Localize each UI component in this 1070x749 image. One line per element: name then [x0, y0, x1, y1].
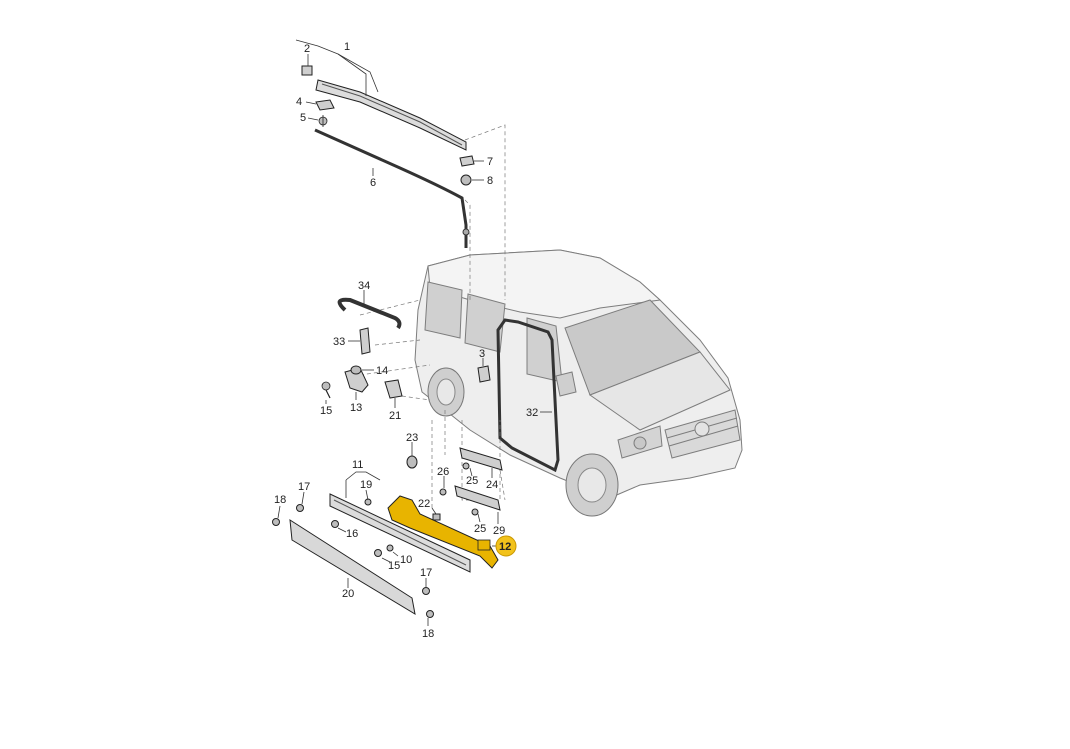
callout-labels: 1 2 4 5 6 7 8 34 33 14 13 15 21 3 32 23 … [274, 41, 538, 640]
callout-34: 34 [358, 280, 370, 292]
fastener-18a [272, 518, 280, 526]
sill-trim-panel [289, 519, 416, 616]
van-rear-window [424, 281, 463, 339]
van-mirror [555, 371, 577, 397]
roller [350, 365, 362, 375]
bracket-33 [359, 327, 371, 355]
callout-22: 22 [418, 498, 430, 510]
callout-32: 32 [526, 407, 538, 419]
upper-guide-rail [315, 79, 467, 151]
callout-14: 14 [376, 365, 388, 377]
fastener-15b [374, 549, 382, 557]
callout-17b: 17 [420, 567, 432, 579]
leader-lines [277, 39, 552, 626]
callout-4: 4 [296, 96, 302, 108]
lower-bracket-24 [459, 447, 503, 471]
arm-screw [321, 381, 331, 399]
rail-clip [315, 99, 335, 111]
fastener-17b [422, 587, 430, 595]
fastener-26 [439, 488, 447, 496]
callout-12: 12 [499, 541, 511, 553]
van-front-wheel [565, 453, 619, 517]
van-illustration [414, 249, 743, 517]
cable [314, 128, 468, 248]
mid-parts-group [321, 297, 503, 521]
fastener-22 [432, 513, 441, 521]
rail-nut [460, 174, 472, 186]
callout-16: 16 [346, 528, 358, 540]
bumper-23 [406, 455, 418, 469]
van-badge [694, 421, 710, 437]
callout-20: 20 [342, 588, 354, 600]
callout-7: 7 [487, 156, 493, 168]
roof-rail-group [301, 65, 475, 248]
callout-10: 10 [400, 554, 412, 566]
callout-11: 11 [352, 459, 363, 471]
callout-5: 5 [300, 112, 306, 124]
end-cap [301, 65, 313, 76]
callout-25b: 25 [474, 523, 486, 535]
callout-3: 3 [479, 348, 485, 360]
callout-17a: 17 [298, 481, 310, 493]
van-side-window [464, 293, 506, 353]
callout-25a: 25 [466, 475, 478, 487]
van-rear-wheel [427, 367, 465, 417]
fastener-16 [331, 520, 339, 528]
door-seal [496, 318, 560, 473]
catch-3 [477, 365, 491, 383]
fastener-17a [296, 504, 304, 512]
callout-29: 29 [493, 525, 505, 537]
callout-21: 21 [389, 410, 401, 422]
van-hood [588, 351, 731, 431]
callout-2: 2 [304, 43, 310, 55]
callout-23: 23 [406, 432, 418, 444]
callout-19: 19 [360, 479, 372, 491]
callout-33: 33 [333, 336, 345, 348]
callout-24: 24 [486, 479, 498, 491]
callout-13: 13 [350, 402, 362, 414]
fastener-18b [426, 610, 434, 618]
lower-roller-arm-highlighted [387, 495, 499, 569]
callout-26: 26 [437, 466, 449, 478]
lower-bracket-29 [454, 485, 501, 511]
center-guide-rail [337, 297, 402, 330]
callout-12-badge: 12 [495, 535, 517, 557]
bracket-21 [384, 379, 403, 399]
callout-15b: 15 [388, 560, 400, 572]
rail-bracket [459, 155, 475, 167]
callout-8: 8 [487, 175, 493, 187]
fastener-25b [471, 508, 479, 516]
lower-parts-group [272, 493, 499, 618]
callout-15a: 15 [320, 405, 332, 417]
fastener-10 [386, 544, 394, 552]
callout-6: 6 [370, 177, 376, 189]
callout-18b: 18 [422, 628, 434, 640]
fastener-25a [462, 462, 470, 470]
screw [318, 115, 328, 127]
callout-18a: 18 [274, 494, 286, 506]
callout-1: 1 [344, 41, 350, 53]
